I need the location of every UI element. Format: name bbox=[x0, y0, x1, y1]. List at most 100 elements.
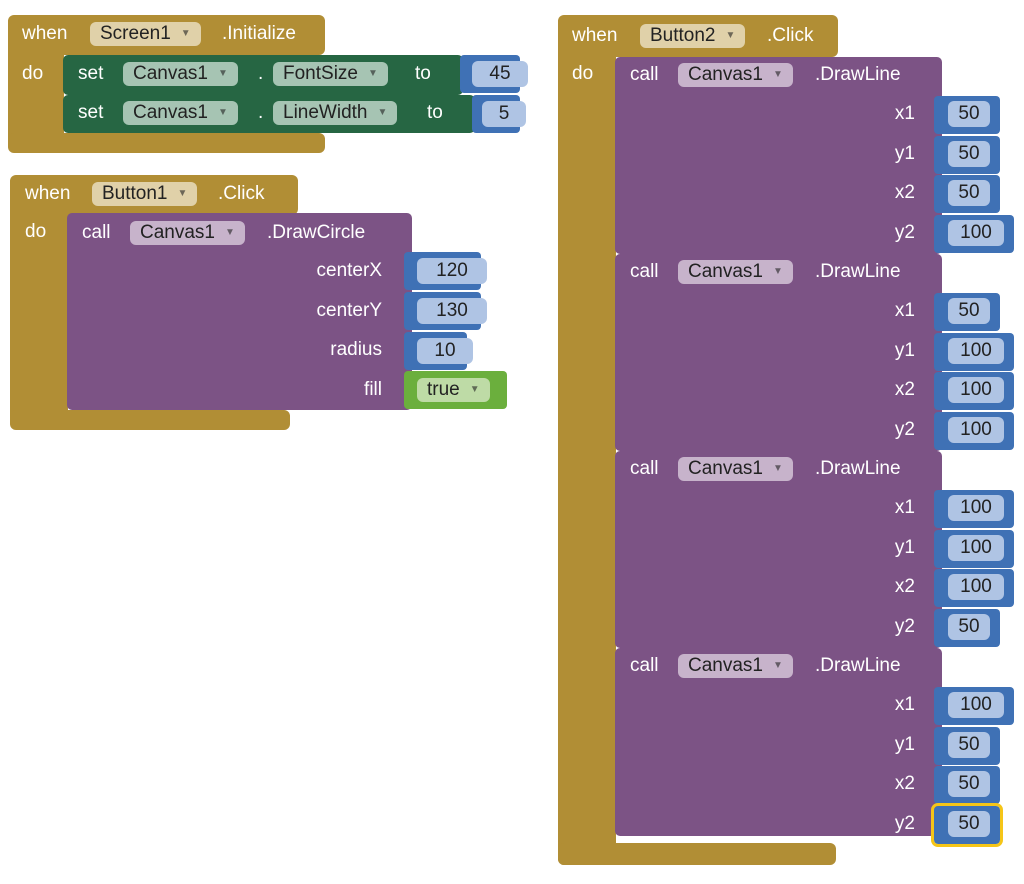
arg-label-fill: fill bbox=[364, 379, 382, 400]
dot-label: . bbox=[258, 63, 264, 84]
arg-label-x2: x2 bbox=[894, 773, 915, 794]
set-label: set bbox=[78, 102, 104, 123]
number-field[interactable]: 100 bbox=[948, 574, 1004, 600]
event-name: .Click bbox=[767, 25, 814, 46]
when-label: when bbox=[25, 183, 71, 204]
component-dropdown[interactable]: Canvas1▼ bbox=[678, 63, 793, 87]
arg-label-x1: x1 bbox=[894, 300, 915, 321]
arg-label-y2: y2 bbox=[894, 221, 915, 243]
component-dropdown[interactable]: Canvas1▼ bbox=[123, 62, 238, 86]
arg-label-y2: y2 bbox=[894, 812, 915, 834]
component-dropdown[interactable]: Canvas1▼ bbox=[678, 260, 793, 284]
component-dropdown[interactable]: Canvas1▼ bbox=[123, 101, 238, 125]
number-field[interactable]: 45 bbox=[472, 61, 528, 87]
property-dropdown[interactable]: LineWidth▼ bbox=[273, 101, 398, 125]
property-dropdown[interactable]: FontSize▼ bbox=[273, 62, 388, 86]
number-field[interactable]: 120 bbox=[417, 258, 487, 284]
event-footer bbox=[10, 410, 290, 430]
component-dropdown[interactable]: Canvas1▼ bbox=[130, 221, 245, 245]
arg-label-x2: x2 bbox=[894, 182, 915, 203]
dropdown-arrow-icon: ▼ bbox=[725, 30, 736, 41]
drawline-call-block[interactable] bbox=[615, 57, 942, 254]
arg-label-x2: x2 bbox=[894, 576, 915, 597]
dropdown-arrow-icon: ▼ bbox=[180, 28, 191, 39]
drawline-call-block[interactable] bbox=[615, 254, 942, 451]
event-name: .Initialize bbox=[222, 23, 296, 44]
dropdown-arrow-icon: ▼ bbox=[177, 188, 188, 199]
call-label: call bbox=[630, 458, 659, 479]
dropdown-arrow-icon: ▼ bbox=[469, 384, 480, 395]
number-field[interactable]: 50 bbox=[948, 140, 990, 167]
number-field[interactable]: 50 bbox=[948, 771, 990, 797]
method-name: .DrawLine bbox=[815, 64, 901, 85]
dropdown-arrow-icon: ▼ bbox=[218, 68, 228, 79]
dropdown-arrow-icon: ▼ bbox=[377, 107, 388, 118]
call-label: call bbox=[630, 64, 659, 85]
number-field[interactable]: 100 bbox=[948, 416, 1004, 443]
dropdown-arrow-icon: ▼ bbox=[218, 107, 228, 118]
component-dropdown[interactable]: Screen1▼ bbox=[90, 22, 201, 46]
boolean-dropdown[interactable]: true▼ bbox=[417, 378, 490, 402]
event-footer bbox=[8, 133, 325, 153]
drawcircle-call-block[interactable] bbox=[67, 213, 412, 410]
number-field[interactable]: 100 bbox=[948, 495, 1004, 521]
component-dropdown[interactable]: Canvas1▼ bbox=[678, 457, 793, 481]
number-field[interactable]: 50 bbox=[948, 731, 990, 758]
number-field[interactable]: 10 bbox=[417, 338, 473, 364]
number-field[interactable]: 100 bbox=[948, 692, 1004, 718]
drawline-call-block[interactable] bbox=[615, 648, 942, 836]
arg-label-x1: x1 bbox=[894, 103, 915, 124]
drawline-call-block[interactable] bbox=[615, 451, 942, 648]
event-footer bbox=[558, 843, 836, 865]
arg-label-x1: x1 bbox=[894, 497, 915, 518]
when-label: when bbox=[22, 23, 68, 44]
component-dropdown[interactable]: Button1▼ bbox=[92, 182, 198, 206]
dropdown-arrow-icon: ▼ bbox=[773, 660, 783, 671]
number-field[interactable]: 50 bbox=[948, 101, 990, 127]
set-label: set bbox=[78, 63, 104, 84]
number-field[interactable]: 5 bbox=[482, 101, 526, 127]
event-rail bbox=[10, 200, 68, 428]
number-field[interactable]: 50 bbox=[948, 613, 990, 640]
number-field[interactable]: 130 bbox=[417, 298, 487, 324]
event-rail bbox=[8, 40, 64, 150]
component-dropdown[interactable]: Canvas1▼ bbox=[678, 654, 793, 678]
arg-label-y1: y1 bbox=[894, 536, 915, 558]
dropdown-arrow-icon: ▼ bbox=[773, 266, 783, 277]
dropdown-arrow-icon: ▼ bbox=[773, 463, 783, 474]
call-label: call bbox=[630, 655, 659, 676]
arg-label-y2: y2 bbox=[894, 615, 915, 637]
number-field[interactable]: 50 bbox=[948, 810, 990, 837]
do-label: do bbox=[572, 63, 594, 84]
when-label: when bbox=[572, 25, 618, 46]
arg-label-radius: radius bbox=[330, 339, 382, 360]
arg-label-y1: y1 bbox=[894, 733, 915, 755]
number-field[interactable]: 100 bbox=[948, 219, 1004, 246]
do-label: do bbox=[25, 221, 47, 242]
number-field[interactable]: 50 bbox=[948, 180, 990, 206]
arg-label-x1: x1 bbox=[894, 694, 915, 715]
arg-label-centery: centerY bbox=[316, 300, 382, 321]
number-field[interactable]: 100 bbox=[948, 337, 1004, 364]
component-dropdown[interactable]: Button2▼ bbox=[640, 24, 746, 48]
arg-label-y2: y2 bbox=[894, 418, 915, 440]
call-label: call bbox=[630, 261, 659, 282]
number-field[interactable]: 100 bbox=[948, 377, 1004, 403]
method-name: .DrawCircle bbox=[267, 222, 366, 243]
do-label: do bbox=[22, 63, 44, 84]
arg-label-x2: x2 bbox=[894, 379, 915, 400]
to-label: to bbox=[415, 63, 431, 84]
dropdown-arrow-icon: ▼ bbox=[225, 227, 235, 238]
arg-label-y1: y1 bbox=[894, 142, 915, 164]
dropdown-arrow-icon: ▼ bbox=[773, 69, 783, 80]
number-field[interactable]: 100 bbox=[948, 534, 1004, 561]
call-label: call bbox=[82, 222, 111, 243]
dot-label: . bbox=[258, 102, 264, 123]
event-name: .Click bbox=[218, 183, 265, 204]
method-name: .DrawLine bbox=[815, 655, 901, 676]
dropdown-arrow-icon: ▼ bbox=[367, 68, 378, 79]
to-label: to bbox=[427, 102, 443, 123]
arg-label-y1: y1 bbox=[894, 339, 915, 361]
number-field[interactable]: 50 bbox=[948, 298, 990, 324]
event-rail bbox=[558, 40, 616, 865]
